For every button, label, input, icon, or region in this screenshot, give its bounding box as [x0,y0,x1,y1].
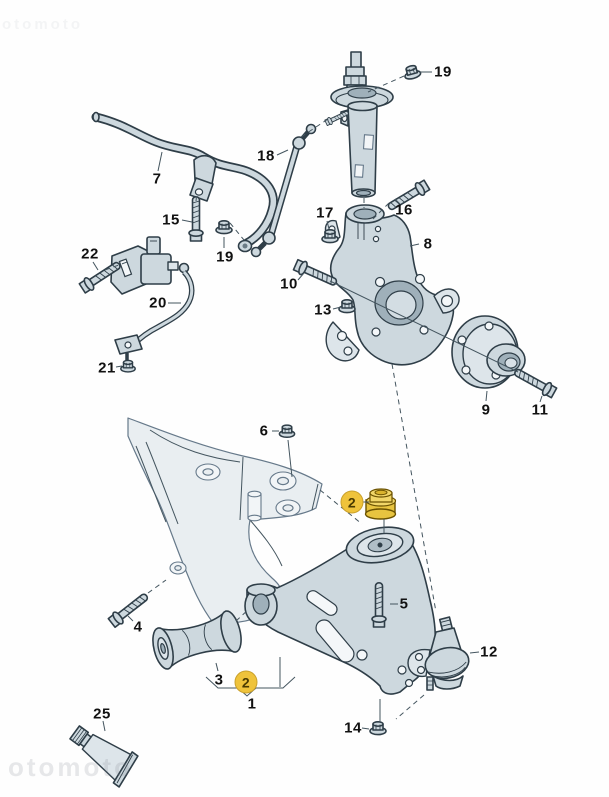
control-arm-drawing [244,526,437,695]
part-label-25-grease-tube: 25 [93,705,111,723]
strut-drawing [323,51,394,198]
nut-19-bar [215,220,233,235]
leader-lines [92,71,543,732]
nut-19-top [401,63,423,82]
watermark-bottom: otomoto [8,752,133,782]
watermark-top: otomoto [2,16,83,33]
steering-knuckle-drawing [324,204,460,366]
stabilizer-link-drawing [250,123,317,258]
part-label-9-wheel-hub: 9 [481,401,491,419]
part-label-5-arm-bolt: 5 [399,595,409,613]
bolt-15 [188,196,204,242]
nut-13 [338,298,356,314]
bolt-4 [106,589,152,630]
wheel-hub-drawing [451,315,526,389]
highlighted-bushing-drawing [364,488,397,520]
part-label-10-bolt: 10 [280,275,298,293]
part-label-21-sensor-nut: 21 [98,359,116,377]
nut-14 [369,720,387,736]
part-label-6-nut: 6 [259,422,269,440]
part-label-18-stabilizer-link: 18 [257,147,275,165]
nut-6 [278,424,296,439]
nut-21 [120,359,136,373]
bolt-11 [511,364,559,400]
part-label-19-strut-nut: 19 [434,63,452,81]
part-label-2-group-badge: 2 [234,670,258,694]
part-label-17-nut: 17 [316,204,334,222]
part-label-11-hub-bolt: 11 [531,401,549,419]
part-label-4-subframe-bolt: 4 [133,618,143,636]
part-label-7-stabilizer-bar: 7 [152,170,162,188]
part-label-2-bushing-badge: 2 [340,490,364,514]
part-label-8-knuckle: 8 [423,235,433,253]
part-label-12-ball-joint: 12 [480,643,498,661]
subframe-drawing [127,417,323,625]
part-label-19-bar-nut: 19 [216,248,234,266]
part-label-22-sensor-bolt: 22 [81,245,99,263]
nut-17 [321,229,339,244]
ball-joint-drawing [407,616,470,691]
control-arm-bushing-drawing [152,610,242,670]
level-sensor-drawing [110,236,195,361]
part-label-20-level-sensor: 20 [149,294,167,312]
part-label-14-nut: 14 [344,719,362,737]
part-label-1-control-arm: 1 [247,695,257,713]
part-label-13-nut: 13 [314,301,332,319]
part-label-3-bushing: 3 [214,671,224,689]
stabilizer-bar-drawing [91,111,278,253]
part-label-16-pinch-bolt: 16 [395,201,413,219]
part-label-15-clamp-bolt: 15 [162,211,180,229]
grease-tube-drawing [69,725,139,788]
